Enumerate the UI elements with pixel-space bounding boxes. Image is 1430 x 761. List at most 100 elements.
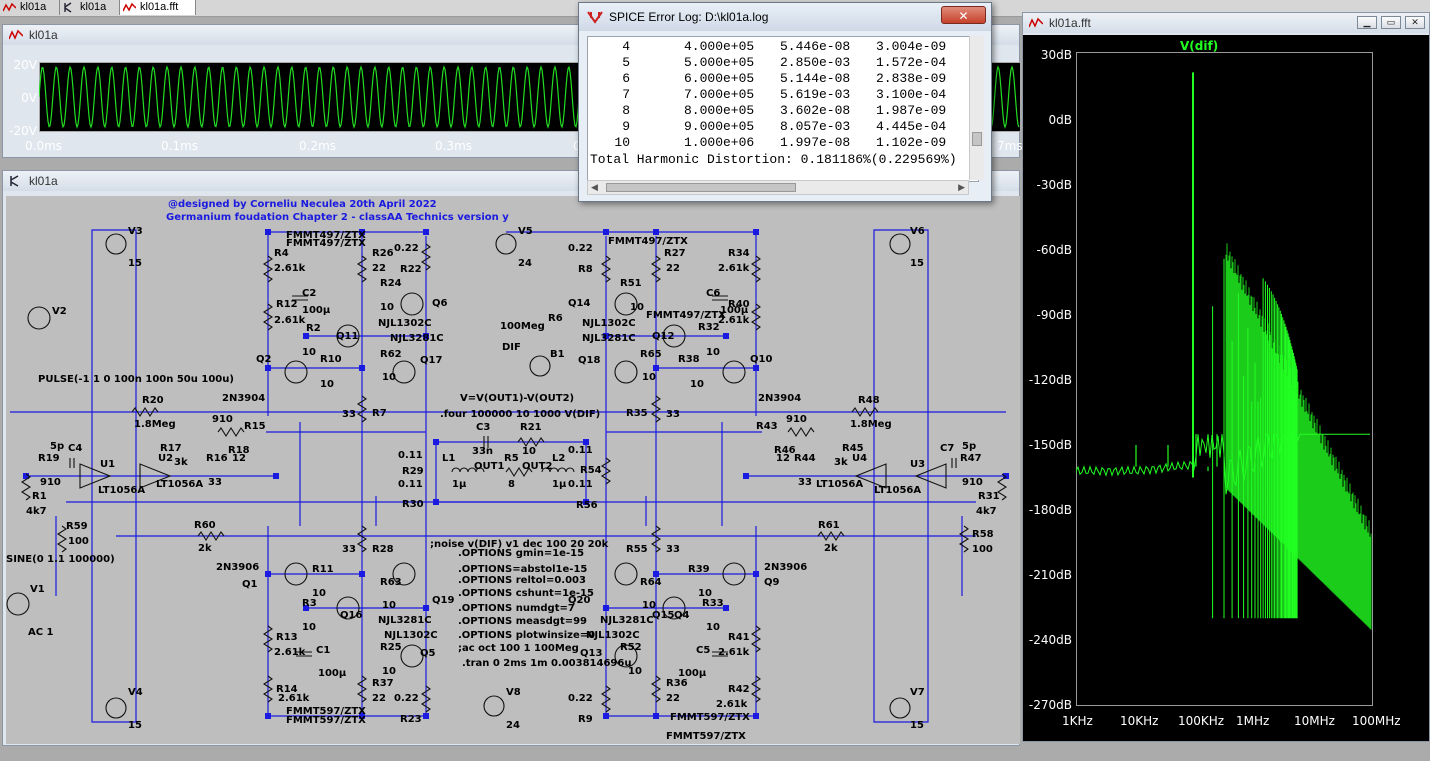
- 2n3904-label[interactable]: 2N3904: [222, 393, 266, 404]
- r61-label[interactable]: R61: [818, 520, 840, 531]
- dif-net-label[interactable]: DIF: [502, 342, 521, 353]
- r14-value[interactable]: 2.61k: [278, 693, 310, 704]
- q6-label[interactable]: Q6: [432, 298, 448, 309]
- 2n3904-label[interactable]: 2N3904: [758, 393, 802, 404]
- q15-label[interactable]: Q15: [652, 610, 675, 621]
- r34-value[interactable]: 2.61k: [718, 263, 750, 274]
- r2-label[interactable]: R2: [306, 323, 321, 334]
- v4-label[interactable]: V4: [128, 687, 143, 698]
- scroll-thumb[interactable]: [606, 183, 796, 192]
- c7-value[interactable]: 5p: [962, 441, 977, 452]
- r44-value[interactable]: 33: [798, 477, 812, 488]
- njl1302c-label[interactable]: NJL1302C: [582, 318, 636, 329]
- r25-label[interactable]: R25: [380, 642, 402, 653]
- fmmt497-label[interactable]: FMMT497/ZTX: [608, 236, 688, 247]
- r8-label[interactable]: R8: [578, 264, 593, 275]
- r5-label[interactable]: R5: [504, 453, 519, 464]
- v6-label[interactable]: V6: [910, 226, 925, 237]
- r40-label[interactable]: R40: [728, 299, 750, 310]
- tab-fft[interactable]: kl01a.fft: [120, 0, 196, 15]
- c1-label[interactable]: C1: [316, 645, 331, 656]
- r23-label[interactable]: R23: [400, 714, 422, 725]
- r20-label[interactable]: R20: [142, 395, 164, 406]
- r8-value[interactable]: 0.22: [568, 243, 593, 254]
- lt1056a-label[interactable]: LT1056A: [156, 479, 204, 490]
- r9-label[interactable]: R9: [578, 714, 593, 725]
- q12-label[interactable]: Q12: [652, 331, 675, 342]
- r4-value[interactable]: 2.61k: [274, 263, 306, 274]
- fft-plot-area[interactable]: [1076, 52, 1376, 712]
- r40-value[interactable]: 2.61k: [718, 315, 750, 326]
- v7-value[interactable]: 15: [910, 720, 924, 731]
- r30-value[interactable]: 0.11: [398, 479, 423, 490]
- r39-value[interactable]: 10: [698, 588, 712, 599]
- c2-label[interactable]: C2: [302, 288, 317, 299]
- r54-label[interactable]: R54: [580, 465, 602, 476]
- l2-label[interactable]: L2: [552, 453, 566, 464]
- q16-label[interactable]: Q16: [340, 610, 363, 621]
- v2-label[interactable]: V2: [52, 306, 67, 317]
- r63-value[interactable]: 10: [382, 600, 396, 611]
- r41-value[interactable]: 2.61k: [718, 647, 750, 658]
- r44-label[interactable]: R44: [794, 453, 816, 464]
- v3-label[interactable]: V3: [128, 226, 143, 237]
- u4-label[interactable]: U4: [852, 453, 868, 464]
- r22-value[interactable]: 0.22: [394, 243, 419, 254]
- tab-waveform[interactable]: kl01a: [0, 0, 60, 15]
- r7-label[interactable]: R7: [372, 408, 387, 419]
- v8-label[interactable]: V8: [506, 687, 521, 698]
- r15-label[interactable]: R15: [244, 421, 266, 432]
- njl3281c-label[interactable]: NJL3281C: [390, 333, 444, 344]
- r28-value[interactable]: 33: [342, 544, 356, 555]
- maximize-button[interactable]: ▭: [1381, 16, 1401, 29]
- r62-value[interactable]: 10: [382, 372, 396, 383]
- c5-label[interactable]: C5: [696, 645, 711, 656]
- v8-value[interactable]: 24: [506, 720, 520, 731]
- b1-label[interactable]: B1: [550, 349, 565, 360]
- r16-label[interactable]: R16: [206, 453, 228, 464]
- r13-label[interactable]: R13: [276, 632, 298, 643]
- v5-value[interactable]: 24: [518, 258, 532, 269]
- r41-label[interactable]: R41: [728, 632, 750, 643]
- njl1302c-label[interactable]: NJL1302C: [384, 630, 438, 641]
- r31-value[interactable]: 4k7: [976, 506, 997, 517]
- q1-label[interactable]: Q1: [242, 579, 258, 590]
- r42-value[interactable]: 2.61k: [716, 699, 748, 710]
- r20-value[interactable]: 1.8Meg: [134, 419, 176, 430]
- r11-value[interactable]: 10: [312, 588, 326, 599]
- r15-value[interactable]: 910: [212, 414, 233, 425]
- r2-value[interactable]: 10: [302, 347, 316, 358]
- v4-value[interactable]: 15: [128, 720, 142, 731]
- options-directive[interactable]: .OPTIONS cshunt=1e-15: [458, 588, 594, 599]
- fmmt497-label[interactable]: FMMT497/ZTX: [646, 310, 726, 321]
- lt1056a-label[interactable]: LT1056A: [98, 485, 146, 496]
- options-directive[interactable]: .OPTIONS=abstol1e-15: [458, 564, 588, 575]
- r36-label[interactable]: R36: [666, 678, 688, 689]
- v1-sine[interactable]: SINE(0 1.1 100000): [6, 554, 115, 565]
- v5-label[interactable]: V5: [518, 226, 533, 237]
- r22-label[interactable]: R22: [400, 264, 422, 275]
- r48-label[interactable]: R48: [858, 395, 880, 406]
- r51-value[interactable]: 10: [630, 302, 644, 313]
- c5-value[interactable]: 100µ: [678, 668, 707, 679]
- dialog-close-button[interactable]: ✕: [941, 6, 986, 24]
- r6-value[interactable]: 100Meg: [500, 321, 545, 332]
- options-directive[interactable]: .OPTIONS reltol=0.003: [458, 575, 586, 586]
- fmmt497-label[interactable]: FMMT497/ZTX: [286, 230, 366, 241]
- r56-label[interactable]: R56: [576, 500, 598, 511]
- r23-value[interactable]: 0.22: [394, 693, 419, 704]
- log-horizontal-scrollbar[interactable]: ◀ ▶: [587, 180, 969, 195]
- c6-label[interactable]: C6: [706, 288, 721, 299]
- r3-value[interactable]: 10: [302, 622, 316, 633]
- r62-label[interactable]: R62: [380, 349, 402, 360]
- r55-value[interactable]: 33: [666, 544, 680, 555]
- r45-value[interactable]: 3k: [834, 457, 848, 468]
- v1-label[interactable]: V1: [30, 584, 45, 595]
- r18-value[interactable]: 12: [232, 453, 246, 464]
- r11-label[interactable]: R11: [312, 564, 334, 575]
- v-definition[interactable]: V=V(OUT1)-V(OUT2): [460, 393, 575, 404]
- minimize-button[interactable]: ▁: [1357, 16, 1377, 29]
- r39-label[interactable]: R39: [688, 564, 710, 575]
- r46-label[interactable]: R46: [774, 445, 796, 456]
